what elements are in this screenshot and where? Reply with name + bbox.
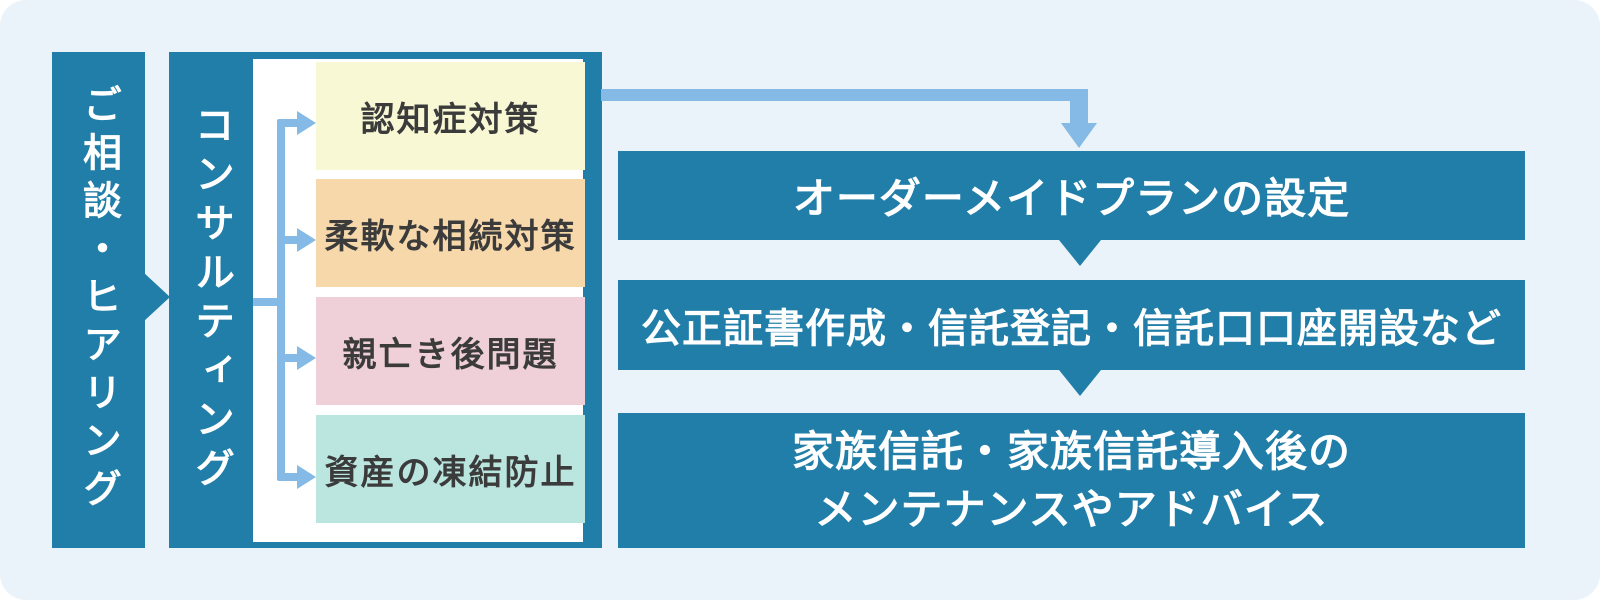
topic-inheritance-box: 柔軟な相続対策 bbox=[316, 179, 585, 287]
topic-dementia-label: 認知症対策 bbox=[360, 100, 541, 139]
step-maintenance-label: 家族信託・家族信託導入後の メンテナンスやアドバイス bbox=[791, 427, 1351, 533]
consulting-label: コンサルティング bbox=[189, 104, 233, 496]
stage-consultation-label: ご相談・ヒアリング bbox=[77, 84, 121, 516]
step-plan-label: オーダーメイドプランの設定 bbox=[792, 175, 1351, 222]
stage-consultation-bar: ご相談・ヒアリング bbox=[52, 52, 145, 548]
stage-arrow-icon bbox=[143, 272, 170, 322]
topic-after-parent-box: 親亡き後問題 bbox=[316, 297, 585, 405]
step-procedures-bar: 公正証書作成・信託登記・信託口口座開設など bbox=[618, 280, 1525, 370]
chevron-down-icon-2 bbox=[1059, 370, 1101, 396]
step-maintenance-bar: 家族信託・家族信託導入後の メンテナンスやアドバイス bbox=[618, 413, 1525, 548]
topic-after-parent-label: 親亡き後問題 bbox=[342, 335, 559, 374]
flow-arrow-horizontal-line bbox=[601, 89, 1088, 101]
chevron-down-icon-1 bbox=[1059, 240, 1101, 266]
flow-arrow-vertical-line bbox=[1070, 89, 1088, 124]
topic-dementia-box: 認知症対策 bbox=[316, 62, 585, 170]
topic-asset-freeze-box: 資産の凍結防止 bbox=[316, 415, 585, 523]
consulting-label-strip: コンサルティング bbox=[169, 52, 253, 548]
consulting-panel: コンサルティング 認知症対策 柔軟な相続対策 親亡き後問題 資産の凍結防止 bbox=[169, 52, 602, 548]
step-procedures-label: 公正証書作成・信託登記・信託口口座開設など bbox=[641, 307, 1502, 351]
topic-inheritance-label: 柔軟な相続対策 bbox=[324, 217, 577, 256]
step-plan-bar: オーダーメイドプランの設定 bbox=[618, 151, 1525, 240]
topic-asset-freeze-label: 資産の凍結防止 bbox=[324, 453, 577, 492]
flow-arrow-icon bbox=[601, 89, 1097, 148]
flow-arrowhead bbox=[1061, 123, 1097, 148]
